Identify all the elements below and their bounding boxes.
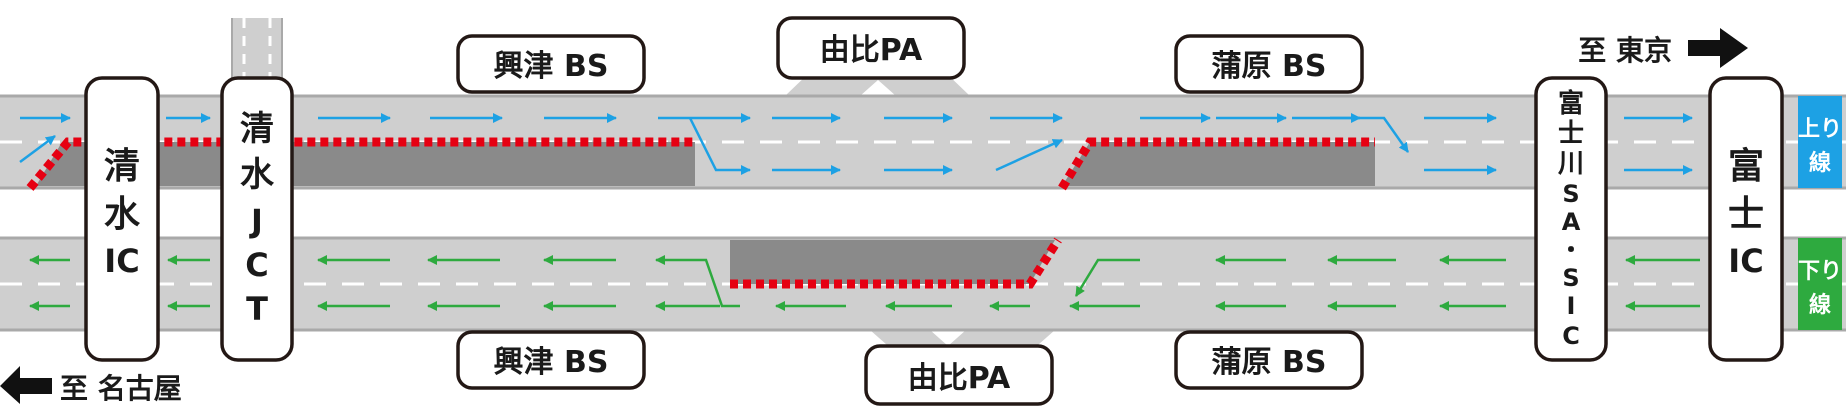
arrow-right-icon xyxy=(19,134,56,164)
yui-pa-bottom-label: 由比PA xyxy=(908,361,1011,396)
kambara-bs-bottom-box: 蒲原 BS xyxy=(1174,330,1364,390)
regulation-line-up-west xyxy=(26,137,695,191)
down-line-tag-text: 線 xyxy=(1809,292,1831,318)
arrow-right-icon xyxy=(1330,116,1410,153)
up-line-arrows xyxy=(19,113,1693,175)
fujikawa-sa-char: A xyxy=(1562,208,1581,236)
fujikawa-sa-char: 士 xyxy=(1558,119,1584,149)
shimizu-jct-box: 清 水 J C T xyxy=(220,76,294,362)
kambara-bs-bottom-label: 蒲原 BS xyxy=(1212,345,1327,380)
fuji-ic-char: 士 xyxy=(1728,194,1764,235)
arrow-left-icon xyxy=(1074,258,1140,297)
shimizu-ic-char: 清 xyxy=(104,146,140,187)
direction-tokyo: 至 東京 xyxy=(1578,28,1748,68)
shimizu-jct-char: C xyxy=(245,246,268,284)
kambara-bs-top-box: 蒲原 BS xyxy=(1174,34,1364,94)
shimizu-jct-char: J xyxy=(249,202,263,240)
down-line-tag: 下り 線 xyxy=(1798,238,1842,330)
closed-lane-up-east xyxy=(1062,142,1375,186)
closed-lane-down xyxy=(730,240,1055,284)
up-line-tag: 上り 線 xyxy=(1798,96,1842,188)
regulation-line-down xyxy=(730,237,1062,289)
to-nagoya-label: 至 名古屋 xyxy=(60,372,182,405)
regulation-line-up-east xyxy=(1058,137,1375,191)
direction-nagoya: 至 名古屋 xyxy=(0,366,182,405)
down-line-tag-text: 下り xyxy=(1798,259,1842,284)
fujikawa-sa-box: 富 士 川 S A ・ S I C xyxy=(1534,76,1608,362)
up-line-tag-text: 線 xyxy=(1809,150,1831,176)
to-tokyo-label: 至 東京 xyxy=(1578,34,1672,67)
okitsu-bs-top-box: 興津 BS xyxy=(456,34,646,94)
fujikawa-sa-char: ・ xyxy=(1559,236,1583,264)
okitsu-bs-bottom-box: 興津 BS xyxy=(456,330,646,390)
arrow-left-icon xyxy=(655,255,740,308)
fujikawa-sa-char: 富 xyxy=(1558,88,1584,119)
arrow-right-icon xyxy=(688,117,751,175)
fuji-ic-char: IC xyxy=(1728,242,1763,280)
shimizu-ic-char: IC xyxy=(104,242,139,280)
yui-pa-triangle-top xyxy=(860,80,896,96)
okitsu-bs-top-label: 興津 BS xyxy=(494,49,609,84)
regulation-lines xyxy=(26,137,1375,289)
kambara-bs-top-label: 蒲原 BS xyxy=(1212,49,1327,84)
yui-pa-top-box: 由比PA xyxy=(776,16,966,80)
fujikawa-sa-char: 川 xyxy=(1558,149,1584,179)
fuji-ic-box: 富 士 IC xyxy=(1708,76,1784,362)
arrow-right-icon xyxy=(995,138,1063,172)
yui-pa-triangle-bottom xyxy=(930,330,966,346)
okitsu-bs-bottom-label: 興津 BS xyxy=(494,345,609,380)
closed-lane-up-west xyxy=(36,142,695,186)
up-line-tag-text: 上り xyxy=(1798,117,1842,142)
fujikawa-sa-char: I xyxy=(1567,292,1576,320)
shimizu-jct-char: 清 xyxy=(240,109,274,149)
shimizu-jct-char: T xyxy=(246,290,268,328)
yui-pa-bottom-box: 由比PA xyxy=(864,344,1054,406)
arrow-right-icon xyxy=(1688,28,1748,68)
shimizu-jct-char: 水 xyxy=(240,155,275,195)
fuji-ic-char: 富 xyxy=(1728,145,1764,187)
arrow-left-icon xyxy=(0,366,52,404)
yui-pa-top-label: 由比PA xyxy=(820,33,923,68)
fujikawa-sa-char: S xyxy=(1562,264,1579,292)
shimizu-ic-char: 水 xyxy=(104,194,141,235)
fujikawa-sa-char: C xyxy=(1562,322,1580,350)
fujikawa-sa-char: S xyxy=(1562,180,1579,208)
down-line-arrows xyxy=(29,255,1700,311)
shimizu-ic-box: 清 水 IC xyxy=(84,76,160,362)
